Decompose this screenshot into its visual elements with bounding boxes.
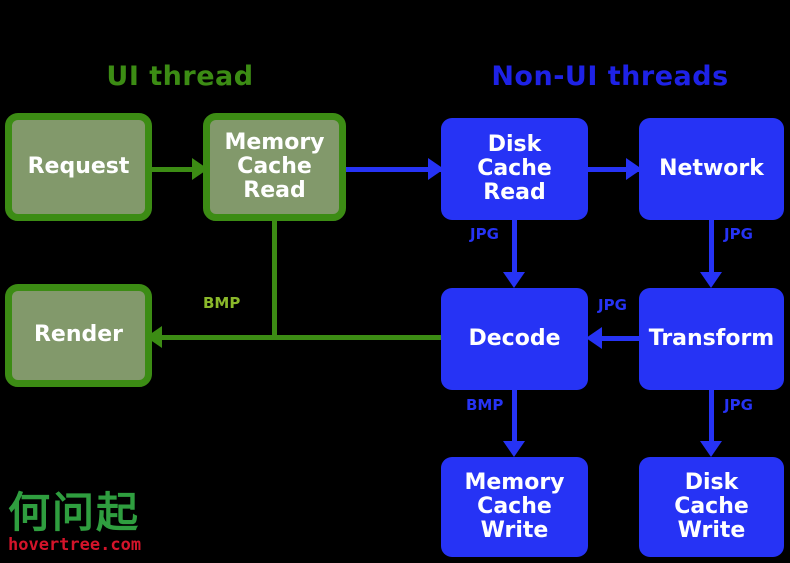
- node-transform[interactable]: Transform: [639, 288, 784, 390]
- edge-label-bmp-decode-to-memory-cache-write: BMP: [466, 396, 504, 414]
- node-network-label: Network: [659, 155, 764, 181]
- node-memory-cache-read[interactable]: Memory Cache Read: [203, 113, 346, 221]
- node-disk-cache-read-label: Disk Cache Read: [477, 131, 552, 206]
- node-decode[interactable]: Decode: [441, 288, 588, 390]
- node-request-label: Request: [27, 153, 130, 179]
- edge-label-jpg-network-to-transform: JPG: [724, 225, 753, 243]
- edge-memory-cache-read-to-disk-cache-read-arrowhead: [428, 158, 444, 180]
- node-memory-cache-write[interactable]: Memory Cache Write: [441, 457, 588, 557]
- edge-disk-cache-read-to-network-arrowhead: [626, 158, 642, 180]
- node-decode-label: Decode: [468, 325, 561, 351]
- edge-label-jpg-disk-cache-read-to-decode: JPG: [470, 225, 499, 243]
- section-title-ui-thread: UI thread: [106, 61, 254, 92]
- edge-disk-cache-read-to-network-line: [588, 167, 646, 172]
- edge-transform-to-disk-cache-write-arrowhead: [700, 441, 722, 457]
- edge-disk-cache-read-to-decode-line: [512, 220, 517, 282]
- edge-transform-to-disk-cache-write-line: [709, 390, 714, 451]
- edge-transform-to-decode-arrowhead: [586, 327, 602, 349]
- edge-memory-cache-read-to-disk-cache-read-line: [344, 167, 448, 172]
- node-disk-cache-write-label: Disk Cache Write: [674, 469, 749, 544]
- node-memory-cache-write-label: Memory Cache Write: [464, 469, 565, 544]
- node-render[interactable]: Render: [5, 284, 152, 387]
- node-disk-cache-write[interactable]: Disk Cache Write: [639, 457, 784, 557]
- edge-memory-cache-read-to-render-line: [272, 215, 277, 338]
- node-memory-cache-read-label: Memory Cache Read: [224, 129, 325, 204]
- edge-label-jpg-transform-to-disk-cache-write: JPG: [724, 396, 753, 414]
- node-disk-cache-read[interactable]: Disk Cache Read: [441, 118, 588, 220]
- node-request[interactable]: Request: [5, 113, 152, 221]
- watermark-url-text: hovertree.com: [8, 535, 142, 555]
- edge-transform-to-decode-line: [592, 336, 640, 341]
- node-network[interactable]: Network: [639, 118, 784, 220]
- edge-network-to-transform-arrowhead: [700, 272, 722, 288]
- watermark: 何问起 hovertree.com: [8, 492, 141, 554]
- node-transform-label: Transform: [648, 325, 775, 351]
- edge-label-jpg-transform-to-decode: JPG: [598, 296, 627, 314]
- edge-disk-cache-read-to-decode-arrowhead: [503, 272, 525, 288]
- section-title-non-ui-threads: Non-UI threads: [491, 61, 729, 92]
- edge-label-bmp-decode-to-render: BMP: [203, 294, 241, 312]
- watermark-brand-text: 何问起: [8, 488, 141, 537]
- node-render-label: Render: [33, 322, 124, 348]
- edge-decode-to-render-line: [152, 335, 442, 340]
- edge-decode-to-memory-cache-write-line: [512, 390, 517, 451]
- edge-decode-to-memory-cache-write-arrowhead: [503, 441, 525, 457]
- edge-request-to-memory-cache-read-line: [150, 167, 206, 172]
- edge-network-to-transform-line: [709, 220, 714, 282]
